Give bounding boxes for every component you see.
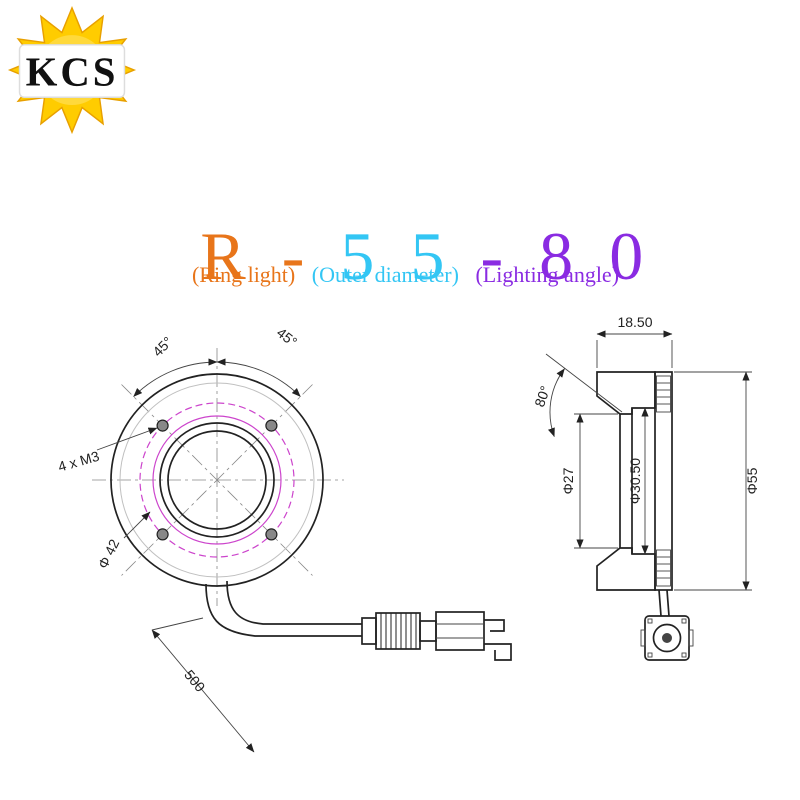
title-lighting-angle: - 8 0 (453, 218, 653, 294)
back-plate (654, 371, 673, 591)
cable-length-dimension: 500 (151, 617, 255, 753)
bore-outer-circle (159, 422, 275, 538)
depth-label: 18.50 (617, 314, 652, 330)
holes-label: 4 x M3 (56, 448, 101, 475)
inner-dia-dimension: Φ27 (560, 413, 618, 549)
pcb-block-top (656, 375, 671, 413)
logo-plate (18, 44, 126, 98)
angle-left-label: 45° (149, 333, 175, 359)
side-cable (658, 589, 670, 617)
end-connector (640, 615, 694, 661)
beam-angle-label: 80° (531, 384, 553, 409)
mounting-hole (156, 528, 169, 541)
mid-dia-dimension: Φ30.50 (627, 407, 649, 555)
front-centerlines (92, 348, 344, 606)
mounting-hole (156, 419, 169, 432)
beam-angle-dimension: 80° (531, 353, 623, 438)
top-section (596, 371, 656, 415)
bolt-circle-label: Φ 42 (95, 536, 123, 571)
title-outer-diameter: 5 5 (340, 218, 454, 294)
mounting-hole (265, 419, 278, 432)
product-code-legend: (Ring light) (Outer diameter) (Lighting … (0, 236, 800, 288)
legend-lighting-angle: (Lighting angle) (475, 262, 620, 287)
outer-dia-label: Φ55 (744, 467, 760, 494)
side-view: 18.50 80° Φ27 Φ30.50 Φ55 (531, 314, 760, 661)
angle-right-label: 45° (274, 324, 301, 350)
legend-ring-light: (Ring light) (191, 262, 296, 287)
bolt-circle (139, 402, 295, 558)
pcb-block-bottom (656, 549, 671, 587)
strain-relief-ridges (380, 613, 417, 649)
mounting-holes (156, 419, 278, 541)
connector-pin (662, 633, 672, 643)
holes-callout: 4 x M3 (56, 427, 158, 475)
bottom-section (596, 547, 656, 591)
cable-connector (361, 611, 512, 661)
cable-length-label: 500 (181, 667, 208, 695)
kcs-logo: KCS (7, 5, 137, 135)
outer-dia-dimension: Φ55 (674, 371, 760, 591)
logo-text: KCS (26, 50, 119, 95)
depth-dimension: 18.50 (596, 314, 673, 368)
mounting-hole (265, 528, 278, 541)
cable (205, 580, 362, 637)
product-code-title: R - 5 5 - 8 0 (0, 138, 800, 296)
led-aperture-circle (152, 415, 282, 545)
title-ring-code: R - (200, 218, 341, 294)
mid-dia-label: Φ30.50 (627, 458, 643, 504)
inner-dia-label: Φ27 (560, 467, 576, 494)
legend-outer-diameter: (Outer diameter) (311, 262, 459, 287)
bore-inner-circle (167, 430, 267, 530)
front-view: 45° 45° 4 x M3 Φ 42 (56, 324, 512, 753)
